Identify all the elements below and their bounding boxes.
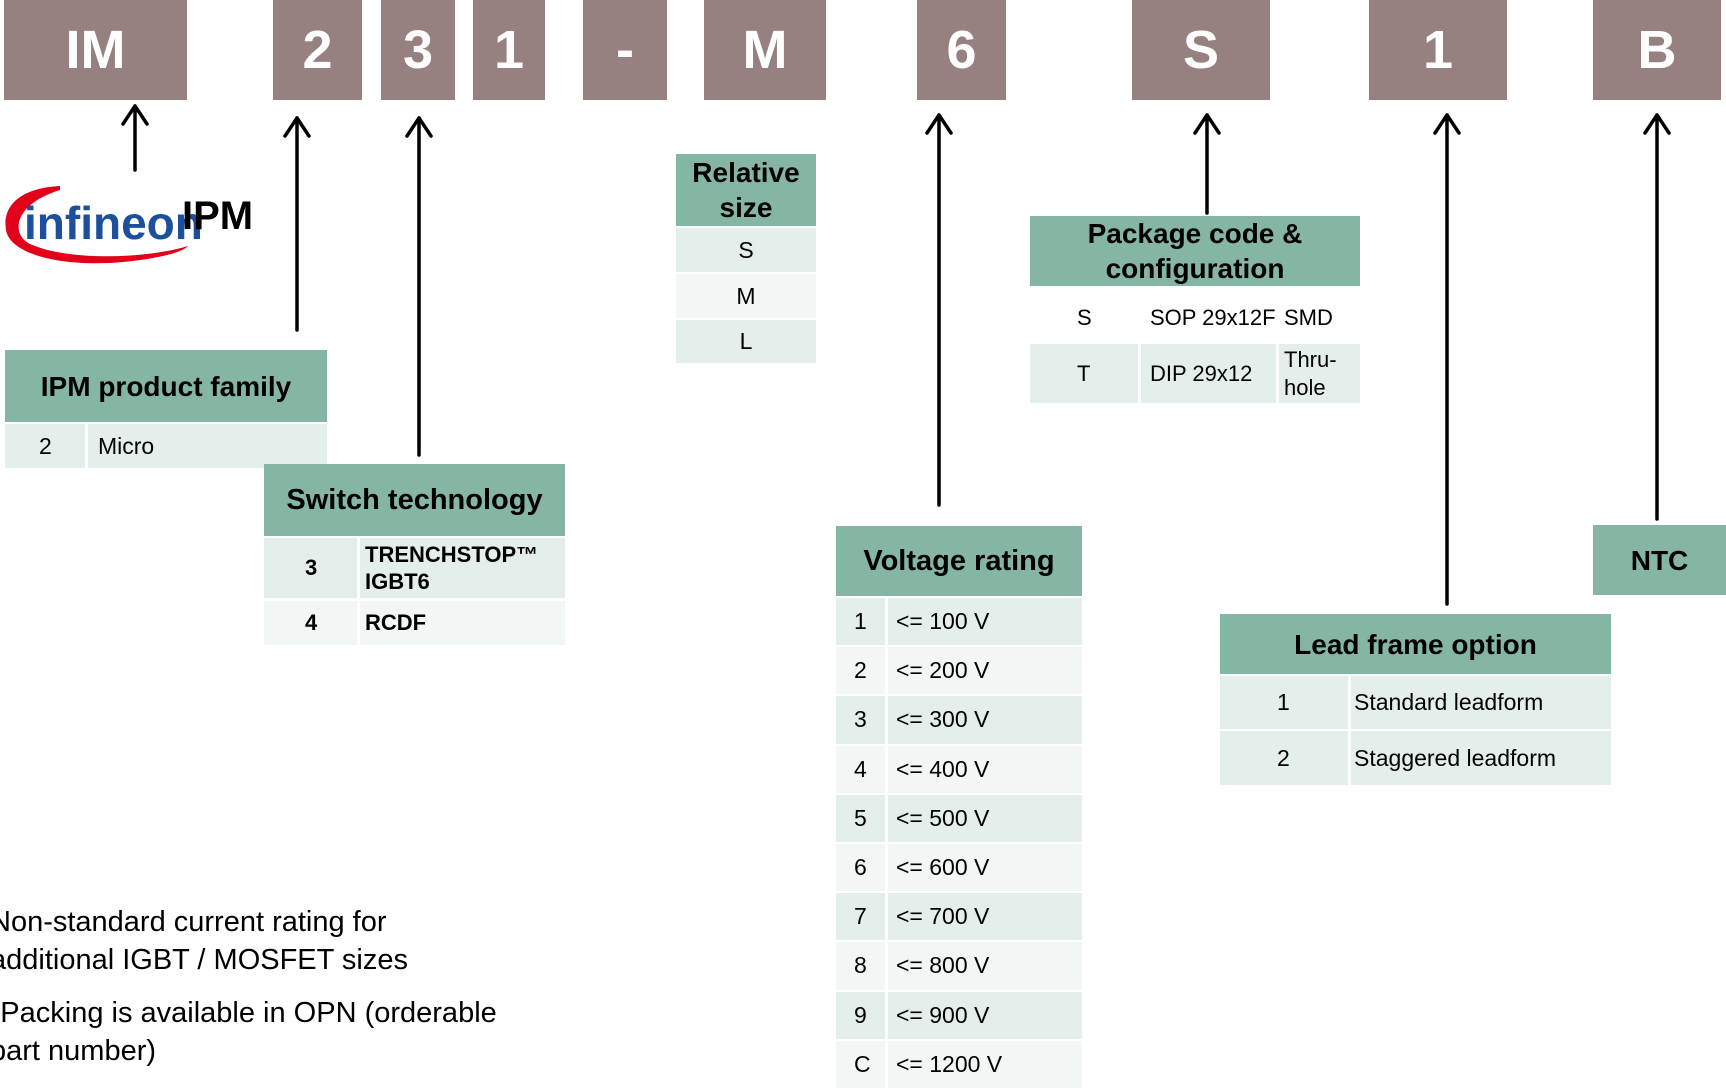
voltage-rating-code: 3	[836, 696, 888, 744]
code-box-voltage-rating: 6	[917, 0, 1006, 100]
voltage-rating-code: 6	[836, 844, 888, 892]
code-box-relative-size: M	[704, 0, 826, 100]
code-box-product-family: 2	[273, 0, 362, 100]
relative-size-row: S	[676, 228, 816, 272]
arrow-ntc	[1643, 113, 1671, 521]
switch-technology-label: RCDF	[365, 610, 427, 635]
lead-frame-header: Lead frame option	[1220, 614, 1611, 674]
package-code-header: Package code & configuration	[1030, 216, 1360, 286]
voltage-rating-label: <= 700 V	[896, 903, 990, 930]
package-code-code: S	[1030, 294, 1141, 342]
voltage-rating-code: 4	[836, 745, 888, 793]
switch-technology-code: 3	[264, 538, 360, 598]
relative-size-row: M	[676, 274, 816, 318]
lead-frame-code: 2	[1220, 731, 1351, 785]
note-line: "Packing is available in OPN (orderable	[0, 997, 497, 1029]
voltage-rating-code: 7	[836, 893, 888, 941]
ntc-label: NTC	[1593, 525, 1726, 595]
voltage-rating-code: 2	[836, 647, 888, 695]
lead-frame-label: Standard leadform	[1354, 689, 1544, 715]
voltage-rating-row: 8 <= 800 V	[836, 942, 1082, 990]
switch-technology-label: TRENCHSTOP™ IGBT6	[365, 542, 539, 594]
arrow-switch-technology	[405, 116, 433, 457]
voltage-rating-row: 5 <= 500 V	[836, 794, 1082, 842]
svg-text:infineon: infineon	[24, 197, 203, 249]
voltage-rating-row: 1 <= 100 V	[836, 598, 1082, 646]
voltage-rating-row: 2 <= 200 V	[836, 647, 1082, 695]
voltage-rating-row: C <= 1200 V	[836, 1040, 1082, 1088]
arrow-voltage-rating	[925, 113, 953, 507]
relative-size-row: L	[676, 320, 816, 363]
note-packing: "Packing is available in OPN (orderable …	[0, 994, 497, 1070]
voltage-rating-label: <= 900 V	[896, 1001, 990, 1028]
lead-frame-label: Staggered leadform	[1354, 744, 1557, 771]
voltage-rating-label: <= 1200 V	[896, 1050, 1003, 1077]
code-box-switch-technology: 3	[381, 0, 455, 100]
switch-technology-header: Switch technology	[264, 464, 565, 536]
product-family-label: Micro	[98, 432, 155, 459]
package-code-mount: SMD	[1284, 305, 1333, 330]
package-code-mount: Thru-hole	[1284, 346, 1337, 400]
voltage-rating-row: 3 <= 300 V	[836, 696, 1082, 744]
code-box-lead-frame: 1	[1369, 0, 1507, 100]
code-box-separator: -	[583, 0, 667, 100]
code-box-ntc: B	[1593, 0, 1721, 100]
code-box-family-prefix: IM	[4, 0, 187, 100]
code-box-package-code: S	[1132, 0, 1270, 100]
lead-frame-row: 1 Standard leadform	[1220, 676, 1611, 729]
arrow-family-prefix	[121, 104, 149, 172]
product-family-header: IPM product family	[5, 350, 327, 422]
note-line: additional IGBT / MOSFET sizes	[0, 944, 408, 976]
voltage-rating-row: 9 <= 900 V	[836, 991, 1082, 1039]
voltage-rating-label: <= 600 V	[896, 854, 990, 881]
product-family-code: 2	[5, 424, 88, 468]
voltage-rating-code: 9	[836, 991, 888, 1039]
voltage-rating-label: <= 300 V	[896, 706, 990, 733]
voltage-rating-row: 7 <= 700 V	[836, 893, 1082, 941]
arrow-product-family	[283, 116, 311, 332]
lead-frame-row: 2 Staggered leadform	[1220, 731, 1611, 785]
package-code-package: DIP 29x12	[1141, 344, 1279, 403]
voltage-rating-code: 1	[836, 598, 888, 646]
voltage-rating-label: <= 100 V	[896, 608, 990, 635]
arrow-package-code	[1193, 113, 1221, 215]
arrow-lead-frame	[1433, 113, 1461, 606]
switch-technology-row: 3 TRENCHSTOP™ IGBT6	[264, 538, 565, 598]
note-line: part number)	[0, 1035, 157, 1067]
package-code-package: SOP 29x12F	[1141, 294, 1279, 342]
voltage-rating-code: 5	[836, 794, 888, 842]
code-box-current-rating: 1	[473, 0, 545, 100]
switch-technology-row: 4 RCDF	[264, 601, 565, 645]
voltage-rating-label: <= 200 V	[896, 657, 990, 684]
voltage-rating-row: 4 <= 400 V	[836, 745, 1082, 793]
voltage-rating-label: <= 800 V	[896, 952, 990, 979]
package-code-code: T	[1030, 344, 1141, 403]
note-line: Non-standard current rating for	[0, 906, 387, 938]
voltage-rating-label: <= 400 V	[896, 755, 990, 782]
package-code-row: S SOP 29x12F SMD	[1030, 294, 1360, 342]
relative-size-header: Relative size	[676, 154, 816, 226]
voltage-rating-code: 8	[836, 942, 888, 990]
voltage-rating-header: Voltage rating	[836, 526, 1082, 596]
voltage-rating-code: C	[836, 1040, 888, 1088]
package-code-row: T DIP 29x12 Thru-hole	[1030, 344, 1360, 403]
voltage-rating-row: 6 <= 600 V	[836, 844, 1082, 892]
voltage-rating-label: <= 500 V	[896, 804, 990, 831]
note-current-rating: Non-standard current rating for addition…	[0, 903, 408, 979]
infineon-ipm-logo: infineon IPM	[5, 186, 253, 264]
svg-text:IPM: IPM	[182, 194, 253, 238]
lead-frame-code: 1	[1220, 676, 1351, 729]
switch-technology-code: 4	[264, 601, 360, 645]
product-family-row: 2 Micro	[5, 424, 327, 468]
